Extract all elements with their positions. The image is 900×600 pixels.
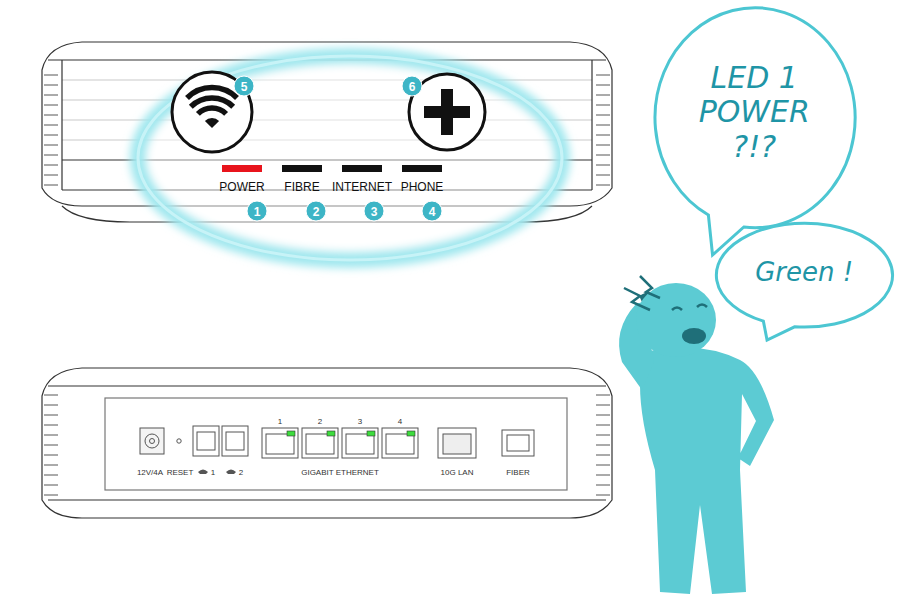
- port-number: 2: [318, 417, 322, 426]
- callout-number: 4: [422, 201, 443, 222]
- port-number: 4: [398, 417, 402, 426]
- led-label: POWER: [219, 180, 264, 194]
- speech-bubble: LED 1 POWER ?!?: [650, 5, 859, 255]
- port-label: GIGABIT ETHERNET: [301, 468, 379, 477]
- port-label: FIBER: [506, 468, 530, 477]
- router-back-housing: [42, 368, 612, 518]
- port-leds: [287, 431, 415, 436]
- port-number: 1: [278, 417, 282, 426]
- port-label: 10G LAN: [441, 468, 474, 477]
- callout-number: 6: [402, 76, 423, 97]
- callout-number: 2: [306, 201, 327, 222]
- bubble-text: Green !: [745, 258, 863, 288]
- led-label: INTERNET: [332, 180, 392, 194]
- wifi-arcs-outer: [184, 87, 241, 107]
- highlight-oval: [138, 56, 562, 260]
- callout-number: 1: [247, 201, 268, 222]
- speech-bubble: Green !: [712, 222, 896, 340]
- port-label: 12V/4A: [137, 468, 163, 477]
- port-number: 3: [358, 417, 362, 426]
- port-number: 1: [211, 468, 215, 477]
- led-label: FIBRE: [284, 180, 319, 194]
- callout-number: 3: [364, 201, 385, 222]
- led-bars: [222, 165, 442, 172]
- wifi-arc-top: [187, 87, 237, 98]
- back-ports: [140, 426, 534, 474]
- bubble-text: LED 1 POWER ?!?: [687, 61, 822, 165]
- caller-figure: [619, 276, 774, 594]
- callout-number: 5: [234, 76, 255, 97]
- port-label: RESET: [167, 468, 194, 477]
- led-label: PHONE: [401, 180, 444, 194]
- port-number: 2: [239, 468, 243, 477]
